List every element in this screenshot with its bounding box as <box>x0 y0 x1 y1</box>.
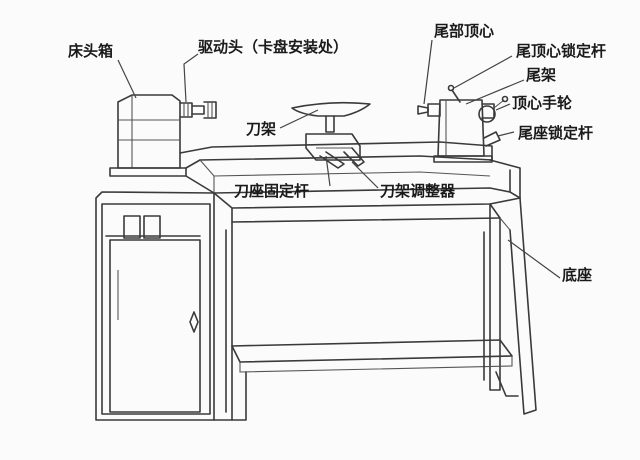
leader-stand <box>507 239 561 279</box>
label-stand: 底座 <box>562 266 593 284</box>
label-drive-head: 驱动头（卡盘安装处） <box>198 38 349 56</box>
tool-rest-drawing <box>291 101 371 169</box>
drive-spindle <box>179 101 217 119</box>
label-tool-rest-adjuster: 刀架调整器 <box>380 182 456 200</box>
leader-tailstock <box>465 79 525 105</box>
leader-tool-base-lock <box>325 155 331 187</box>
leader-center-handwheel <box>495 103 511 111</box>
tailstock-drawing <box>417 84 509 163</box>
label-tail-center-lock: 尾顶心锁定杆 <box>516 42 607 60</box>
leader-tool-rest <box>279 109 319 129</box>
leader-headstock <box>117 59 137 99</box>
label-tail-base-lock: 尾座锁定杆 <box>518 124 594 142</box>
leader-tail-center-lock <box>453 55 513 89</box>
leader-tail-center <box>423 39 433 105</box>
label-tail-center: 尾部顶心 <box>434 22 495 40</box>
lathe-bed <box>179 141 521 199</box>
label-tool-rest: 刀架 <box>246 120 277 138</box>
label-center-handwheel: 顶心手轮 <box>512 94 573 112</box>
headstock-body <box>109 94 187 177</box>
label-tailstock: 尾架 <box>526 66 557 84</box>
leader-lines <box>117 39 561 279</box>
stand-drawing <box>95 191 537 421</box>
leader-tail-base-lock <box>497 131 515 137</box>
label-headstock: 床头箱 <box>68 42 114 60</box>
leader-tool-rest-adjuster <box>351 161 379 189</box>
label-tool-base-lock: 刀座固定杆 <box>234 182 310 200</box>
leader-drive-head <box>183 53 199 103</box>
